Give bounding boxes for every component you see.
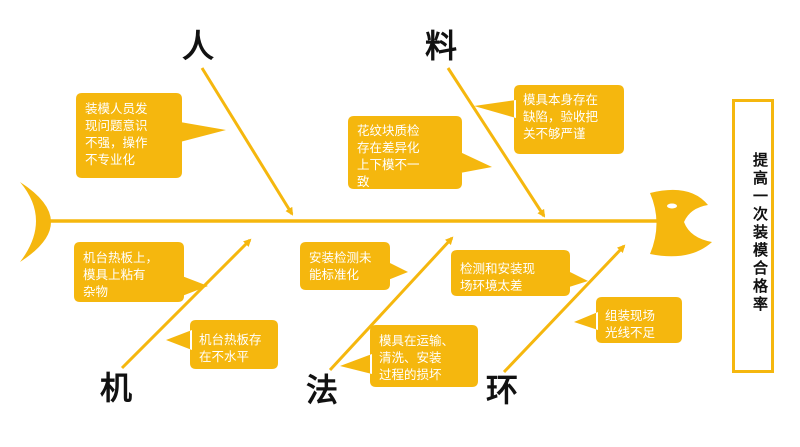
fish-eye: [667, 203, 677, 209]
category-machine: 机: [100, 369, 133, 407]
callout-environment-1-shape: [451, 250, 588, 296]
callout-material-1-shape: [348, 116, 492, 189]
callout-machine-1-shape: [74, 242, 208, 302]
cause-environment-2: 组装现场 光线不足: [605, 308, 656, 340]
callout-method-1-shape: [300, 242, 408, 290]
callout-people-1-shape: [76, 93, 226, 178]
cause-material-2: 模具本身存在 缺陷，验收把 关不够严谨: [523, 92, 599, 141]
callout-method-2-shape: [340, 325, 478, 387]
category-environment: 环: [486, 371, 519, 409]
fish-head-shape: [650, 189, 712, 257]
cause-method-1: 安装检测未 能标准化: [309, 250, 372, 282]
bone-environment: [502, 244, 626, 374]
category-material: 料: [425, 27, 458, 65]
bone-material: [446, 67, 546, 218]
result-label: 提高一次装模合格率: [751, 152, 769, 314]
bone-machine: [120, 238, 252, 370]
callout-environment-2-shape: [574, 297, 682, 343]
bone-people: [200, 67, 294, 216]
cause-material-1: 花纹块质检 存在差异化 上下模不一 致: [357, 123, 420, 189]
fish-tail-shape: [20, 182, 51, 262]
cause-method-2: 模具在运输、 清洗、安装 过程的损坏: [379, 333, 455, 382]
cause-environment-1: 检测和安装现 场环境太差: [460, 261, 536, 293]
result-box: 提高一次装模合格率: [732, 99, 774, 373]
category-people: 人: [182, 27, 215, 65]
cause-machine-1: 机台热板上， 模具上粘有 杂物: [83, 250, 159, 299]
category-method: 法: [306, 371, 339, 409]
callout-machine-2-shape: [166, 320, 278, 369]
callout-material-2-shape: [474, 85, 624, 154]
bone-method: [328, 236, 454, 372]
cause-people-1: 装模人员发 现问题意识 不强，操作 不专业化: [85, 101, 148, 167]
cause-machine-2: 机台热板存 在不水平: [199, 332, 262, 364]
